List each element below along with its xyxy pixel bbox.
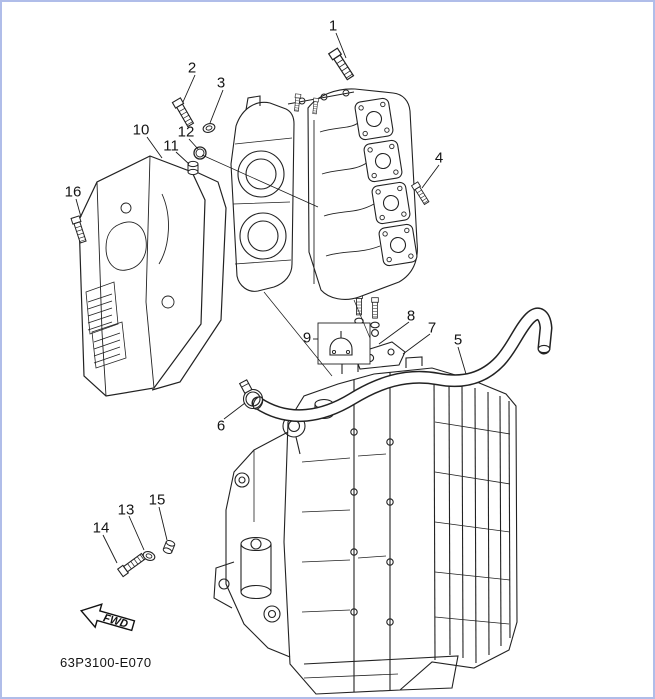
clamp-part-6 [238,379,264,410]
detail-box-9 [317,322,371,365]
collar-part-15 [162,539,176,555]
diagram-code: 63P3100-E070 [60,655,152,670]
bolt-part-14 [117,551,147,578]
hose-part-5 [251,307,553,423]
callout-label-10: 10 [132,121,150,139]
fwd-arrow: FWD [79,603,136,632]
fasteners [70,47,431,578]
engine-block [213,356,518,695]
callout-label-1: 1 [328,17,338,35]
callout-label-13: 13 [117,501,135,519]
callout-label-7: 7 [427,319,437,337]
callout-label-15: 15 [148,491,166,509]
callout-label-16: 16 [64,183,82,201]
oring-part-12 [193,146,207,160]
washer-part-3 [201,121,217,135]
fwd-label: FWD [102,612,129,630]
callout-label-3: 3 [216,74,226,92]
throttle-body [230,95,295,292]
manifold-port-4 [377,223,419,267]
callout-label-2: 2 [187,59,197,77]
callout-label-12: 12 [177,123,195,141]
bolt-small-b [371,297,379,319]
callout-label-11: 11 [163,137,179,155]
callout-leader-lines [75,32,467,564]
bolt-part-1 [328,47,356,82]
callout-label-4: 4 [434,149,444,167]
manifold-port-1 [353,97,395,141]
callout-label-8: 8 [406,307,416,325]
manifold-port-2 [362,139,404,183]
collar-part-11 [187,160,199,176]
callout-label-6: 6 [216,417,226,435]
callout-label-9: 9 [302,329,312,347]
callout-label-5: 5 [453,331,463,349]
callout-label-14: 14 [92,519,110,537]
intake-manifold [287,88,419,300]
air-silencer-box [78,155,227,397]
manifold-port-3 [370,181,412,225]
